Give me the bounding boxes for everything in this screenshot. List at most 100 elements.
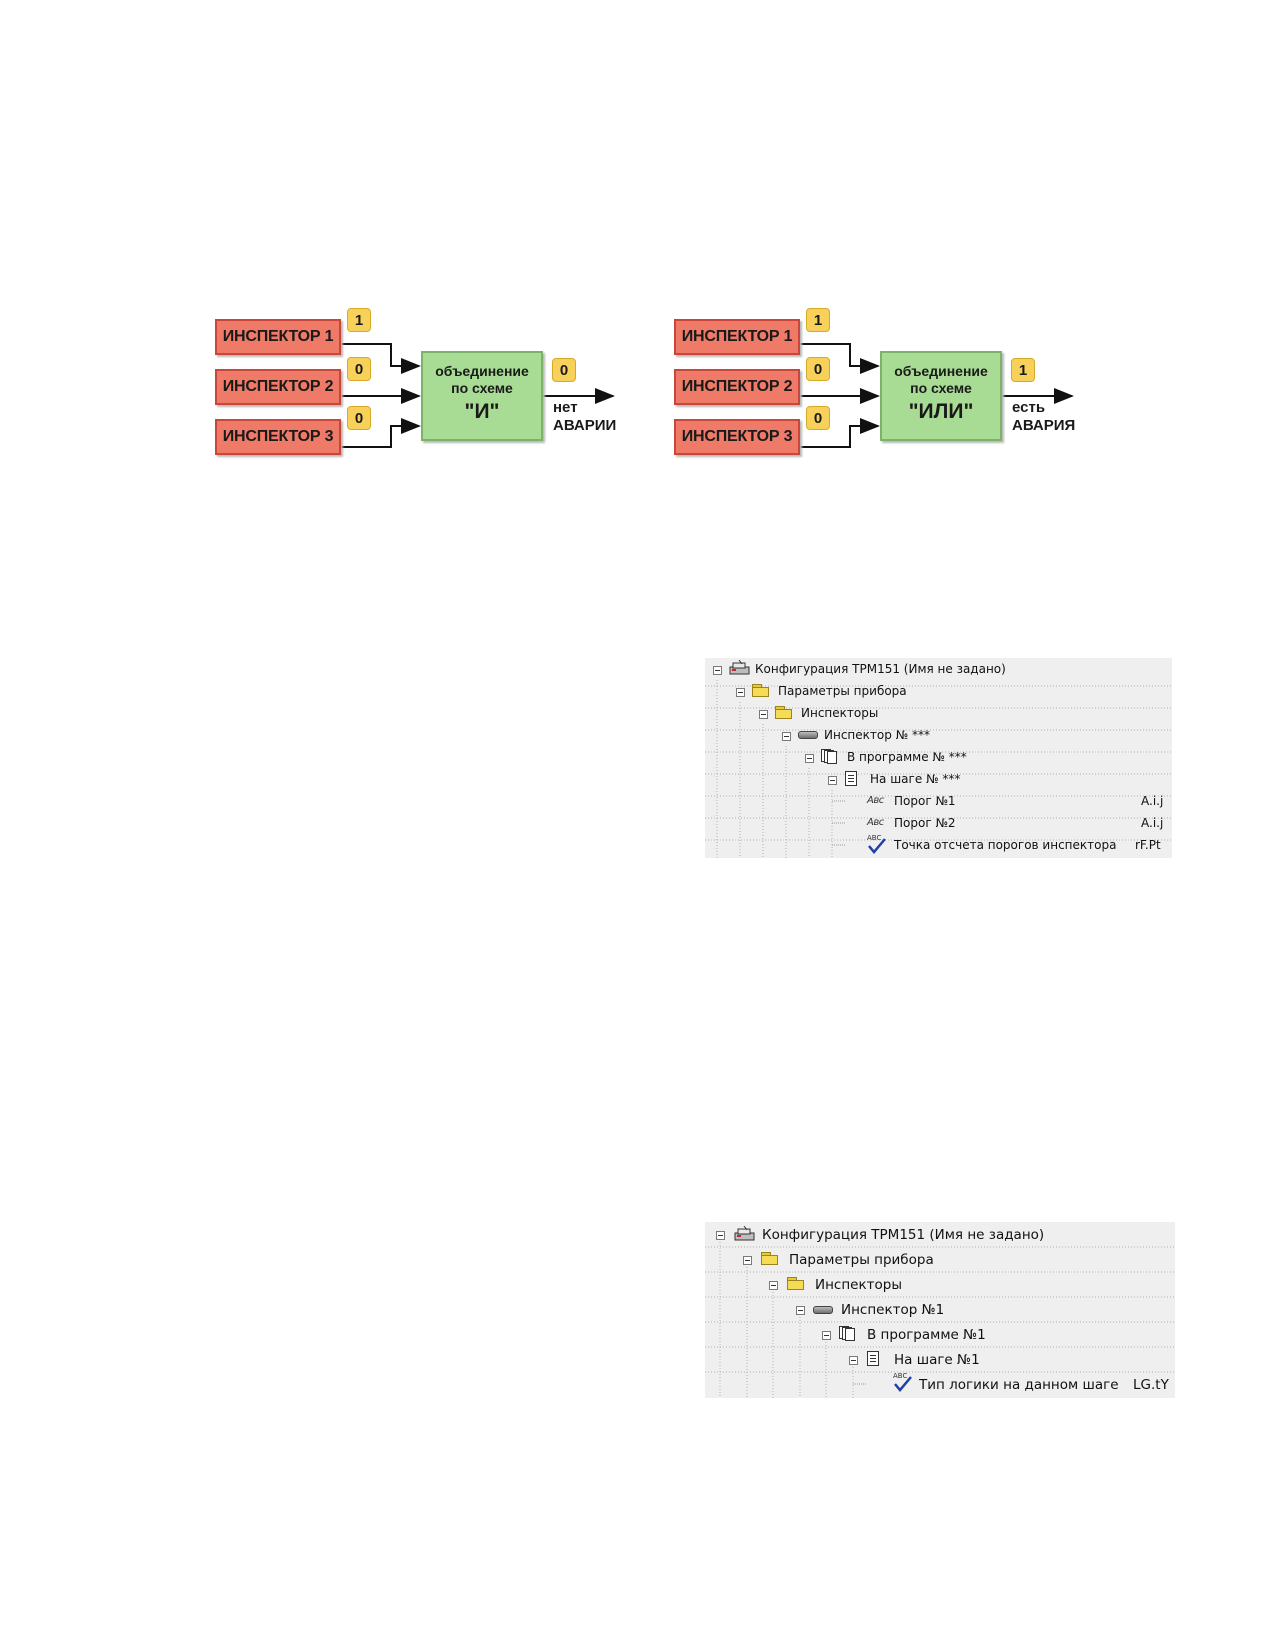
result-line2: АВАРИЯ bbox=[1012, 417, 1076, 434]
tree-label: Инспектор №1 bbox=[841, 1302, 945, 1318]
device-icon bbox=[798, 730, 818, 740]
abc-icon: Авс bbox=[867, 795, 884, 806]
tree-row-inspector[interactable]: Инспектор № *** bbox=[705, 724, 1172, 746]
or-combiner-block: объединение по схеме "ИЛИ" bbox=[880, 351, 1002, 441]
input-1-value-badge: 1 bbox=[806, 308, 830, 332]
tree-label: Инспекторы bbox=[815, 1277, 902, 1293]
or-logic-diagram: ИНСПЕКТОР 1 ИНСПЕКТОР 2 ИНСПЕКТОР 3 1 0 … bbox=[674, 308, 1094, 488]
inspector-label: ИНСПЕКТОР 2 bbox=[681, 378, 793, 395]
input-1-value-badge: 1 bbox=[347, 308, 371, 332]
collapse-toggle[interactable] bbox=[828, 776, 837, 785]
inspector-1-block: ИНСПЕКТОР 1 bbox=[215, 319, 341, 355]
diagram-wires bbox=[800, 343, 1074, 448]
tree-value: LG.tY bbox=[1133, 1377, 1169, 1393]
inspector-3-block: ИНСПЕКТОР 3 bbox=[215, 419, 341, 455]
tree-guide-lines bbox=[705, 680, 1172, 858]
tree-label: Тип логики на данном шаге bbox=[919, 1377, 1119, 1393]
combiner-line2: по схеме bbox=[451, 380, 513, 396]
tree-value: A.i.j bbox=[1141, 794, 1164, 808]
collapse-toggle[interactable] bbox=[796, 1306, 805, 1315]
tree-label: В программе №1 bbox=[867, 1327, 986, 1343]
collapse-toggle[interactable] bbox=[782, 732, 791, 741]
tree-row-device-params[interactable]: Параметры прибора bbox=[705, 680, 1172, 702]
inspector-3-block: ИНСПЕКТОР 3 bbox=[674, 419, 800, 455]
page-icon bbox=[867, 1351, 879, 1366]
collapse-toggle[interactable] bbox=[759, 710, 768, 719]
input-2-value-badge: 0 bbox=[806, 357, 830, 381]
tree-row-reference-point[interactable]: ABC Точка отсчета порогов инспектора rF.… bbox=[705, 834, 1172, 856]
inspector-1-block: ИНСПЕКТОР 1 bbox=[674, 319, 800, 355]
folder-icon bbox=[761, 1252, 779, 1265]
tree-row-config[interactable]: Конфигурация ТРМ151 (Имя не задано) bbox=[705, 1222, 1175, 1247]
inspector-label: ИНСПЕКТОР 1 bbox=[222, 328, 334, 345]
input-2-value-badge: 0 bbox=[347, 357, 371, 381]
tree-row-program[interactable]: В программе №1 bbox=[705, 1322, 1175, 1347]
tree-row-config[interactable]: Конфигурация ТРМ151 (Имя не задано) bbox=[705, 658, 1172, 680]
tree-row-device-params[interactable]: Параметры прибора bbox=[705, 1247, 1175, 1272]
tree-row-threshold-1[interactable]: Авс Порог №1 A.i.j bbox=[705, 790, 1172, 812]
collapse-toggle[interactable] bbox=[716, 1231, 725, 1240]
collapse-toggle[interactable] bbox=[849, 1356, 858, 1365]
tree-row-inspector[interactable]: Инспектор №1 bbox=[705, 1297, 1175, 1322]
tree-row-logic-type[interactable]: ABC Тип логики на данном шаге LG.tY bbox=[705, 1372, 1175, 1397]
tree-label: Инспекторы bbox=[801, 706, 879, 720]
tree-row-threshold-2[interactable]: Авс Порог №2 A.i.j bbox=[705, 812, 1172, 834]
and-combiner-block: объединение по схеме "И" bbox=[421, 351, 543, 441]
result-text: есть АВАРИЯ bbox=[1012, 399, 1075, 435]
abc-check-icon-text: ABC bbox=[893, 1372, 908, 1380]
tree-guide-lines bbox=[705, 1242, 1175, 1398]
config-tree-thresholds: Конфигурация ТРМ151 (Имя не задано) Пара… bbox=[705, 658, 1172, 858]
tree-row-step[interactable]: На шаге №1 bbox=[705, 1347, 1175, 1372]
page-icon bbox=[845, 771, 857, 786]
tree-label: Точка отсчета порогов инспектора bbox=[894, 838, 1117, 852]
tree-row-step[interactable]: На шаге № *** bbox=[705, 768, 1172, 790]
combiner-type: "И" bbox=[464, 400, 500, 423]
collapse-toggle[interactable] bbox=[805, 754, 814, 763]
result-line1: есть bbox=[1012, 399, 1046, 416]
config-tree-logic-type: Конфигурация ТРМ151 (Имя не задано) Пара… bbox=[705, 1222, 1175, 1398]
tree-row-program[interactable]: В программе № *** bbox=[705, 746, 1172, 768]
folder-icon bbox=[775, 706, 793, 719]
pages-icon bbox=[839, 1326, 857, 1342]
result-line1: нет bbox=[553, 399, 578, 416]
device-icon bbox=[813, 1305, 833, 1315]
input-3-value-badge: 0 bbox=[347, 406, 371, 430]
tree-row-inspectors[interactable]: Инспекторы bbox=[705, 702, 1172, 724]
inspector-label: ИНСПЕКТОР 3 bbox=[222, 428, 334, 445]
tree-label: В программе № *** bbox=[847, 750, 967, 764]
collapse-toggle[interactable] bbox=[743, 1256, 752, 1265]
inspector-label: ИНСПЕКТОР 2 bbox=[222, 378, 334, 395]
output-value-badge: 0 bbox=[552, 358, 576, 382]
collapse-toggle[interactable] bbox=[822, 1331, 831, 1340]
tree-label: Параметры прибора bbox=[778, 684, 907, 698]
abc-check-icon: ABC bbox=[867, 834, 887, 854]
tree-label: Конфигурация ТРМ151 (Имя не задано) bbox=[755, 662, 1006, 676]
tree-value: A.i.j bbox=[1141, 816, 1164, 830]
input-3-value-badge: 0 bbox=[806, 406, 830, 430]
collapse-toggle[interactable] bbox=[736, 688, 745, 697]
tree-label: Конфигурация ТРМ151 (Имя не задано) bbox=[762, 1227, 1045, 1243]
and-logic-diagram: ИНСПЕКТОР 1 ИНСПЕКТОР 2 ИНСПЕКТОР 3 1 0 … bbox=[215, 308, 635, 488]
tree-label: Инспектор № *** bbox=[824, 728, 930, 742]
combiner-line1: объединение bbox=[894, 363, 988, 379]
tree-row-inspectors[interactable]: Инспекторы bbox=[705, 1272, 1175, 1297]
folder-icon bbox=[752, 684, 770, 697]
inspector-2-block: ИНСПЕКТОР 2 bbox=[215, 369, 341, 405]
combiner-line1: объединение bbox=[435, 363, 529, 379]
pages-icon bbox=[821, 749, 839, 765]
tree-label: Параметры прибора bbox=[789, 1252, 934, 1268]
tree-label: Порог №1 bbox=[894, 794, 956, 808]
tree-value: rF.Pt bbox=[1135, 838, 1161, 852]
diagram-wires bbox=[341, 343, 615, 448]
collapse-toggle[interactable] bbox=[769, 1281, 778, 1290]
combiner-line2: по схеме bbox=[910, 380, 972, 396]
tree-label: На шаге №1 bbox=[894, 1352, 980, 1368]
inspector-label: ИНСПЕКТОР 1 bbox=[681, 328, 793, 345]
inspector-2-block: ИНСПЕКТОР 2 bbox=[674, 369, 800, 405]
abc-check-icon: ABC bbox=[893, 1372, 913, 1392]
combiner-type: "ИЛИ" bbox=[908, 400, 974, 423]
result-line2: АВАРИИ bbox=[553, 417, 617, 434]
collapse-toggle[interactable] bbox=[713, 666, 722, 675]
result-text: нет АВАРИИ bbox=[553, 399, 616, 435]
abc-icon: Авс bbox=[867, 817, 884, 828]
